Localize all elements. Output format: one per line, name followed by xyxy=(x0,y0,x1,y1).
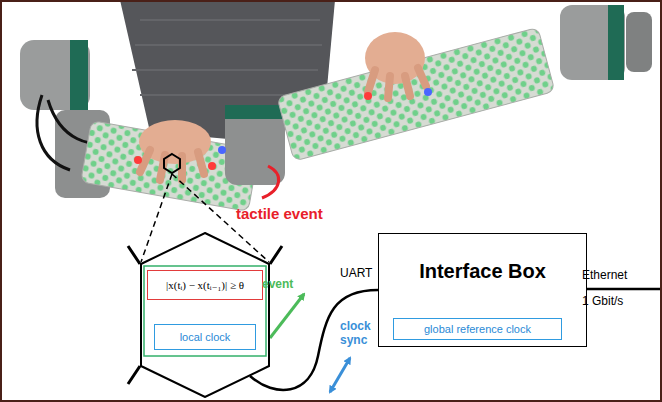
box-text: global reference clock xyxy=(424,323,531,336)
clock-box: global reference clock xyxy=(393,318,562,340)
skin-link-upper xyxy=(277,27,555,161)
threshold-box: |x(tᵢ) − x(tᵢ₋₁)| ≥ θ xyxy=(147,270,263,300)
joint-ring xyxy=(70,40,88,110)
callout-label: tactile event xyxy=(236,205,323,222)
cell-outline xyxy=(144,266,266,356)
red-cable xyxy=(262,166,279,198)
fingers xyxy=(368,68,426,98)
signal-name: UART xyxy=(340,267,372,281)
interface-box: Interface Box global reference clock xyxy=(378,233,587,347)
active-cell xyxy=(424,88,432,96)
bus-name: Ethernet xyxy=(582,269,627,283)
box-text: |x(tᵢ) − x(tᵢ₋₁)| ≥ θ xyxy=(166,279,244,292)
wrist-joint xyxy=(560,5,625,80)
signal-name: clock sync xyxy=(340,320,376,348)
active-cell xyxy=(218,146,226,154)
box-text: local clock xyxy=(180,331,231,344)
clock-box: local clock xyxy=(154,324,256,350)
active-cell xyxy=(208,162,216,170)
signal-name: event xyxy=(262,278,293,292)
knit-texture xyxy=(132,20,322,95)
hexagon-shape xyxy=(141,233,269,397)
active-cell xyxy=(134,156,142,164)
cell-marker xyxy=(164,154,180,173)
wrist-cap xyxy=(626,12,652,72)
ethernet-line xyxy=(575,288,662,291)
box-heading: Interface Box xyxy=(379,260,586,283)
skin-cell-hexagon: |x(tᵢ) − x(tᵢ₋₁)| ≥ θ local clock xyxy=(140,232,270,398)
joint-ring xyxy=(608,5,624,80)
base-joint xyxy=(20,40,90,110)
event-arrow xyxy=(270,294,304,338)
joint-ring xyxy=(225,105,285,119)
active-cell xyxy=(364,92,372,100)
bus-speed: 1 Gbit/s xyxy=(582,295,623,309)
sync-arrow xyxy=(330,358,350,392)
hexagon-outline xyxy=(140,232,270,398)
